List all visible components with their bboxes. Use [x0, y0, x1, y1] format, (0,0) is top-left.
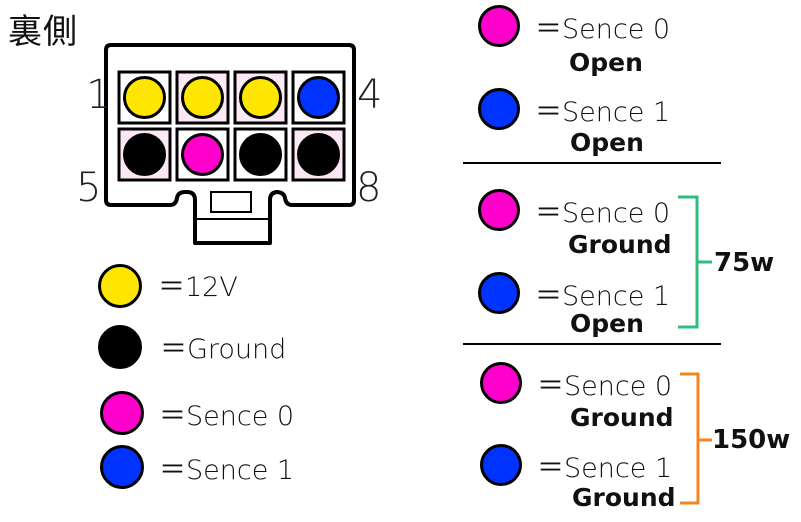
- pin-1: [117, 70, 172, 125]
- pin-dot-blue: [297, 76, 340, 119]
- sense0-label: ＝Sence 0: [535, 14, 671, 45]
- pin-dot-yellow: [123, 76, 166, 119]
- pin-5: [117, 127, 172, 182]
- sense0-state: Ground: [568, 230, 672, 259]
- pin-dot-yellow: [239, 76, 282, 119]
- legend-label-sense0: ＝Sence 0: [159, 401, 295, 432]
- watt-label-75w: 75w: [714, 248, 775, 278]
- pin-dot-yellow: [181, 76, 224, 119]
- sense1-label: ＝Sence 1: [535, 97, 671, 128]
- pin-3: [233, 70, 288, 125]
- sense0-dot: [478, 5, 520, 47]
- sense0-label: ＝Sence 0: [535, 198, 671, 229]
- pin-dot-black: [239, 133, 282, 176]
- watt-label-150w: 150w: [712, 425, 791, 455]
- sense1-dot: [478, 272, 520, 314]
- sense1-dot: [480, 444, 522, 486]
- pin-7: [233, 127, 288, 182]
- sense1-label: ＝Sence 1: [535, 281, 671, 312]
- sense1-label: ＝Sence 1: [537, 453, 673, 484]
- pin-6: [175, 127, 230, 182]
- pin-dot-black: [123, 133, 166, 176]
- legend-dot-sense1: [100, 445, 144, 489]
- legend-dot-sense0: [100, 391, 144, 435]
- sense1-state: Ground: [572, 483, 676, 512]
- pin-label-5: 5: [76, 165, 102, 211]
- pin-dot-magenta: [181, 133, 224, 176]
- sense0-state: Ground: [570, 403, 674, 432]
- pin-label-4: 4: [357, 72, 383, 118]
- pin-2: [175, 70, 230, 125]
- pin-label-1: 1: [86, 72, 112, 118]
- legend-label-sense1: ＝Sence 1: [159, 455, 295, 486]
- latch-inner: [210, 191, 252, 213]
- pin-4: [291, 70, 346, 125]
- divider-1: [463, 162, 721, 164]
- legend-label-12v: ＝12V: [158, 272, 238, 303]
- sense0-label: ＝Sence 0: [537, 371, 673, 402]
- sense1-state: Open: [570, 128, 644, 157]
- pin-dot-black: [297, 133, 340, 176]
- sense1-state: Open: [570, 309, 644, 338]
- pin-label-8: 8: [356, 165, 382, 211]
- legend-label-ground: ＝Ground: [160, 334, 287, 365]
- divider-2: [463, 343, 721, 345]
- legend-dot-ground: [98, 325, 142, 369]
- sense0-dot: [480, 362, 522, 404]
- pin-8: [291, 127, 346, 182]
- sense0-state: Open: [569, 48, 643, 77]
- sense0-dot: [478, 189, 520, 231]
- legend-dot-12v: [98, 264, 142, 308]
- page-title: 裏側: [8, 12, 78, 52]
- sense1-dot: [478, 88, 520, 130]
